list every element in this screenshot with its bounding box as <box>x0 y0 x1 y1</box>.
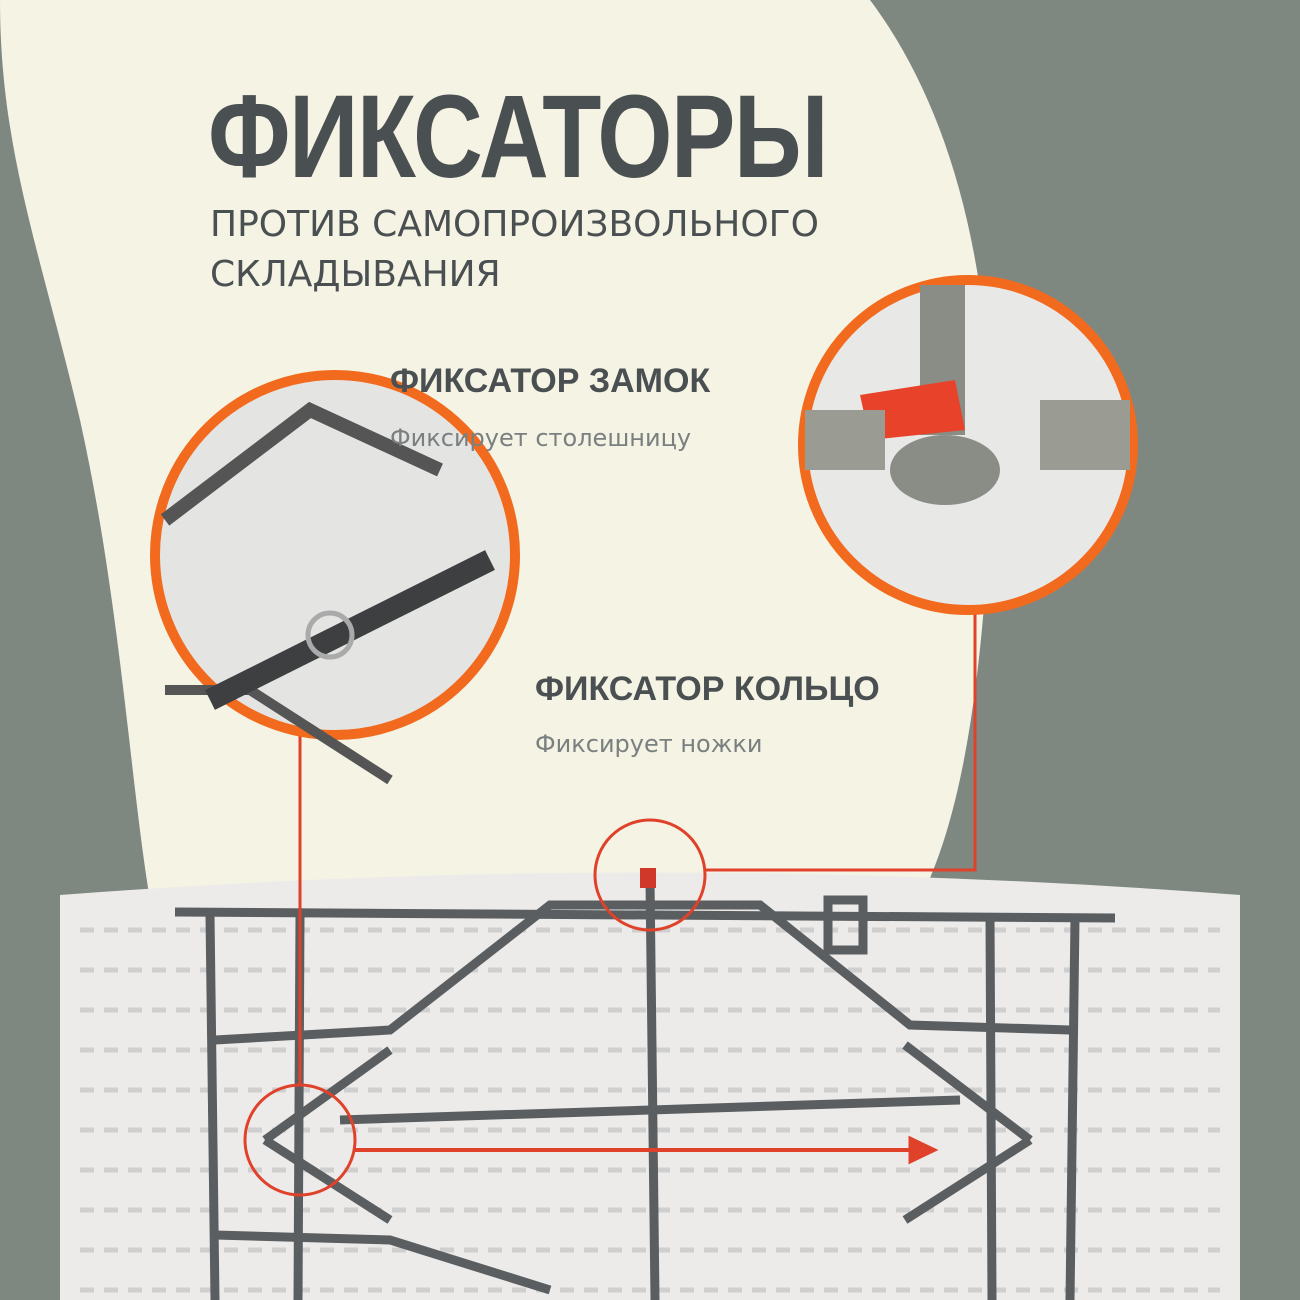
subtitle-line-1: ПРОТИВ САМОПРОИЗВОЛЬНОГО <box>210 204 819 245</box>
lock-heading: ФИКСАТОР ЗАМОК <box>390 362 711 400</box>
ring-closeup-circle <box>150 370 520 785</box>
subtitle-line-2: СКЛАДЫВАНИЯ <box>210 254 501 295</box>
ring-description: Фиксирует ножки <box>535 730 763 758</box>
marker-lines <box>243 610 977 1197</box>
lock-description: Фиксирует столешницу <box>390 424 692 452</box>
lock-closeup-circle <box>798 275 1138 615</box>
subtitle: ПРОТИВ САМОПРОИЗВОЛЬНОГО СКЛАДЫВАНИЯ <box>210 200 819 300</box>
page-title: ФИКСАТОРЫ <box>208 71 829 203</box>
folding-table-photo <box>60 868 1240 1300</box>
ring-heading: ФИКСАТОР КОЛЬЦО <box>535 670 880 708</box>
